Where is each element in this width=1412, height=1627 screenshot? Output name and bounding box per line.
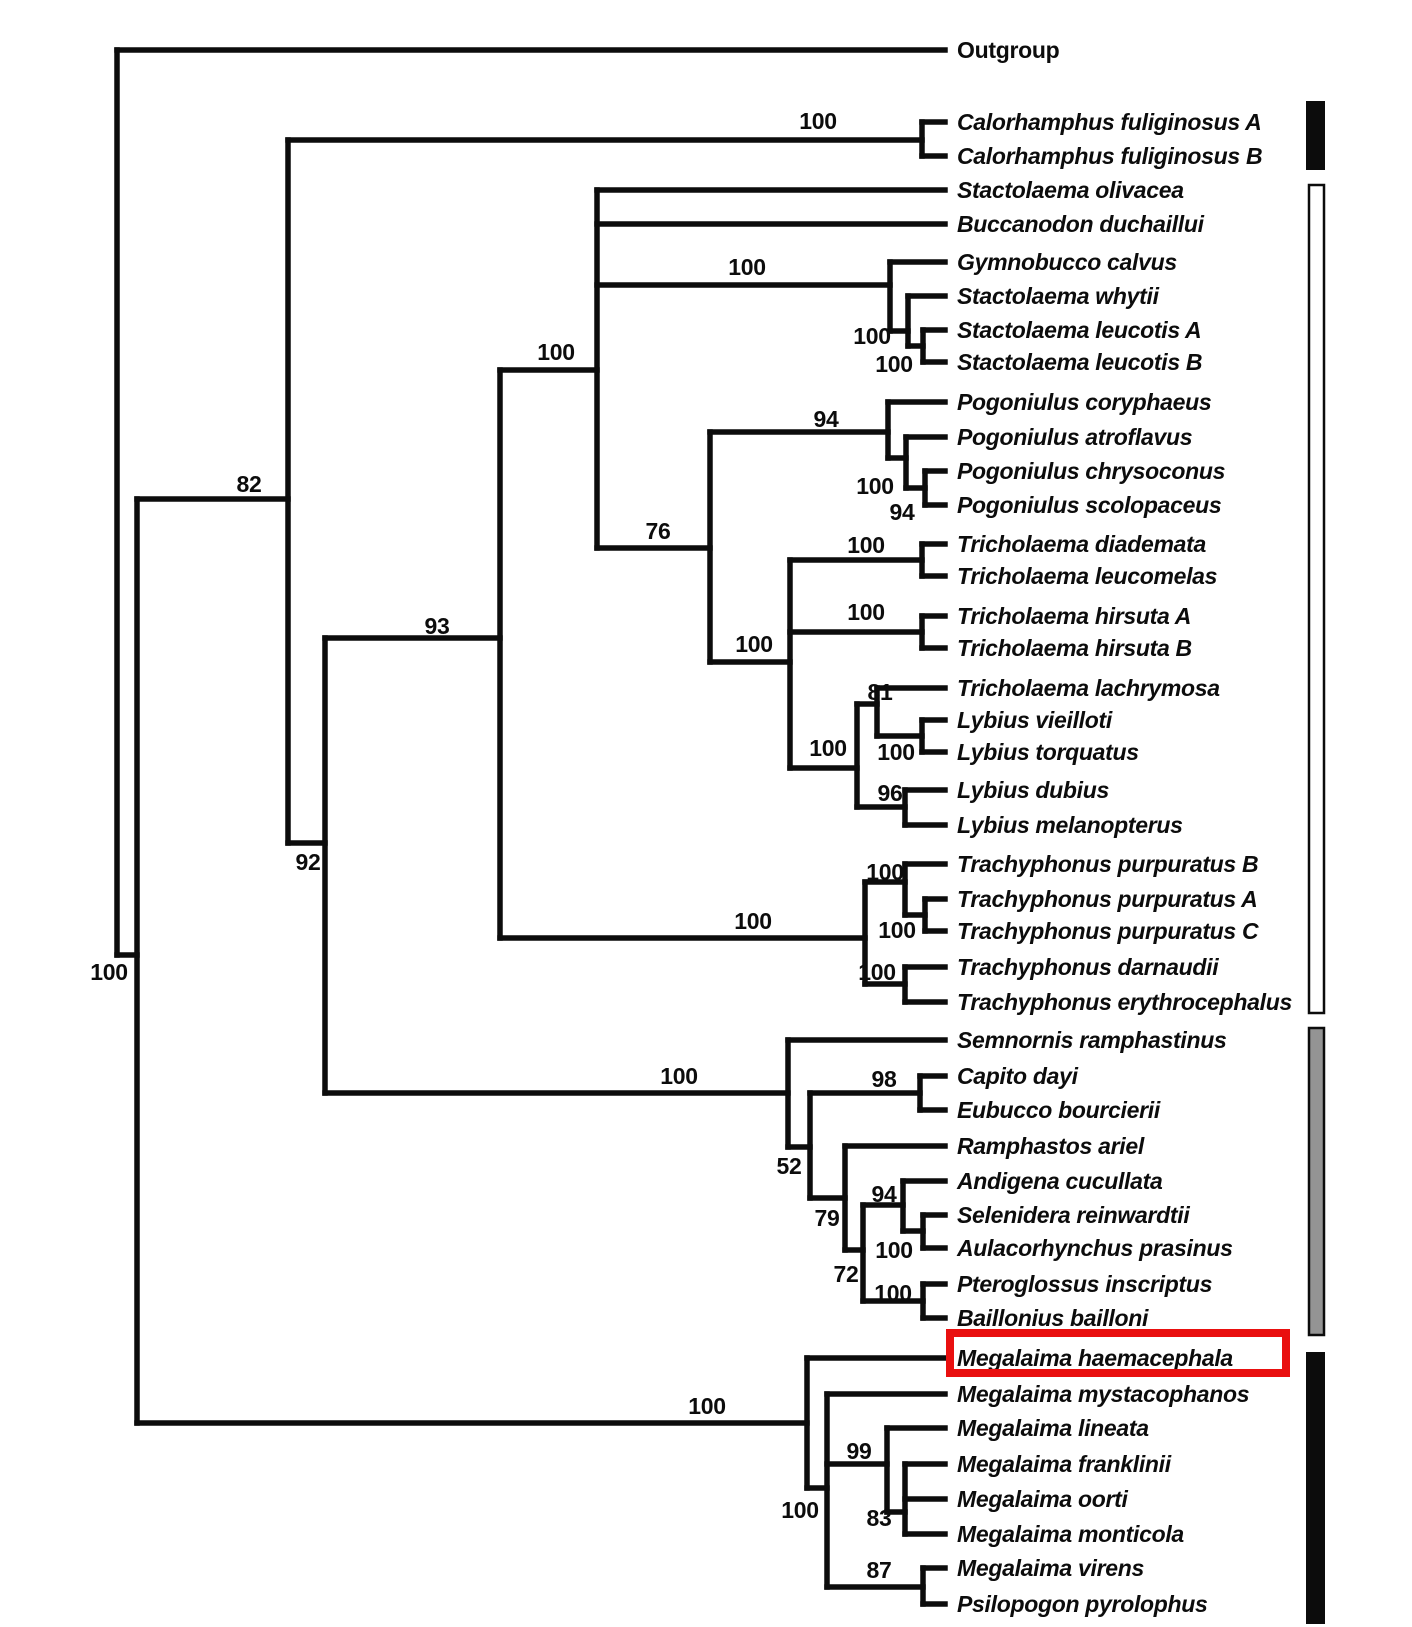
support-value: 100 (875, 351, 912, 377)
support-value: 100 (809, 735, 846, 761)
taxon-label: Calorhamphus fuliginosus A (957, 109, 1261, 135)
support-value: 100 (660, 1063, 697, 1089)
taxon-label: Stactolaema leucotis B (957, 349, 1202, 375)
taxon-label: Megalaima mystacophanos (957, 1381, 1249, 1407)
support-value: 100 (90, 959, 127, 985)
taxon-label: Capito dayi (957, 1063, 1079, 1089)
support-value: 76 (646, 518, 671, 544)
highlight-box (946, 1329, 1290, 1377)
taxon-label: Tricholaema hirsuta B (957, 635, 1192, 661)
taxon-label: Aulacorhynchus prasinus (956, 1235, 1233, 1261)
support-value: 100 (728, 254, 765, 280)
support-value: 72 (834, 1261, 859, 1287)
support-value: 100 (688, 1393, 725, 1419)
clade-bar-calorhamphus (1306, 101, 1325, 170)
support-value: 100 (878, 917, 915, 943)
taxon-label: Megalaima franklinii (957, 1451, 1172, 1477)
taxon-label: Eubucco bourcierii (957, 1097, 1161, 1123)
support-value: 83 (867, 1505, 892, 1531)
support-value: 100 (799, 108, 836, 134)
taxon-label: Semnornis ramphastinus (957, 1027, 1226, 1053)
taxon-label: Tricholaema hirsuta A (957, 603, 1191, 629)
support-value: 100 (853, 323, 890, 349)
taxon-label: Outgroup (957, 37, 1060, 63)
taxon-label: Baillonius bailloni (957, 1305, 1149, 1331)
taxon-label: Tricholaema diademata (957, 531, 1206, 557)
clade-bar-new-world-barbets-toucans (1307, 1026, 1326, 1337)
taxon-label: Lybius vieilloti (957, 707, 1113, 733)
support-value: 100 (866, 859, 903, 885)
taxon-label: Stactolaema olivacea (957, 177, 1184, 203)
support-value: 100 (874, 1280, 911, 1306)
support-value: 99 (847, 1438, 872, 1464)
support-value: 100 (735, 631, 772, 657)
support-value: 82 (237, 471, 262, 497)
support-value: 100 (734, 908, 771, 934)
taxon-label: Psilopogon pyrolophus (957, 1591, 1208, 1617)
taxon-label: Pogoniulus scolopaceus (957, 492, 1221, 518)
support-value: 100 (781, 1497, 818, 1523)
taxon-label: Megalaima haemacephala (957, 1345, 1233, 1371)
taxon-label: Trachyphonus purpuratus A (957, 886, 1257, 912)
support-value: 87 (867, 1557, 892, 1583)
taxon-label: Buccanodon duchaillui (957, 211, 1205, 237)
taxon-label: Pteroglossus inscriptus (957, 1271, 1212, 1297)
support-value: 100 (847, 532, 884, 558)
taxon-label: Ramphastos ariel (957, 1133, 1145, 1159)
support-value: 100 (537, 339, 574, 365)
taxon-label: Selenidera reinwardtii (957, 1202, 1190, 1228)
taxon-label: Lybius melanopterus (957, 812, 1183, 838)
taxon-label: Tricholaema leucomelas (957, 563, 1217, 589)
support-value: 100 (847, 599, 884, 625)
support-value: 100 (856, 473, 893, 499)
taxon-label: Trachyphonus erythrocephalus (957, 989, 1292, 1015)
taxon-label: Tricholaema lachrymosa (957, 675, 1220, 701)
taxon-label: Andigena cucullata (956, 1168, 1163, 1194)
taxon-label: Trachyphonus darnaudii (957, 954, 1219, 980)
support-value: 52 (777, 1153, 802, 1179)
clade-bar-asian-barbets (1306, 1352, 1325, 1624)
taxon-label: Lybius torquatus (957, 739, 1139, 765)
support-value: 93 (425, 613, 450, 639)
taxon-label: Stactolaema whytii (957, 283, 1160, 309)
taxon-label: Megalaima oorti (957, 1486, 1129, 1512)
support-value: 100 (875, 1237, 912, 1263)
support-value: 79 (815, 1205, 840, 1231)
support-value: 100 (877, 739, 914, 765)
support-value: 81 (868, 679, 893, 705)
taxon-label: Calorhamphus fuliginosus B (957, 143, 1262, 169)
support-value: 94 (890, 499, 915, 525)
taxon-label: Pogoniulus atroflavus (957, 424, 1192, 450)
taxon-label: Megalaima monticola (957, 1521, 1184, 1547)
clade-bar-african-barbets (1307, 183, 1326, 1015)
taxon-label: Stactolaema leucotis A (957, 317, 1201, 343)
taxon-label: Megalaima virens (957, 1555, 1144, 1581)
taxon-label: Lybius dubius (957, 777, 1109, 803)
taxon-label: Pogoniulus coryphaeus (957, 389, 1211, 415)
support-value: 94 (814, 406, 839, 432)
support-value: 96 (878, 780, 903, 806)
taxon-label: Trachyphonus purpuratus C (957, 918, 1259, 944)
taxon-label: Megalaima lineata (957, 1415, 1149, 1441)
taxon-label: Pogoniulus chrysoconus (957, 458, 1225, 484)
support-value: 94 (872, 1181, 897, 1207)
support-value: 92 (296, 849, 321, 875)
taxon-label: Trachyphonus purpuratus B (957, 851, 1258, 877)
support-value: 98 (872, 1066, 897, 1092)
taxon-label: Gymnobucco calvus (957, 249, 1177, 275)
support-value: 100 (858, 959, 895, 985)
